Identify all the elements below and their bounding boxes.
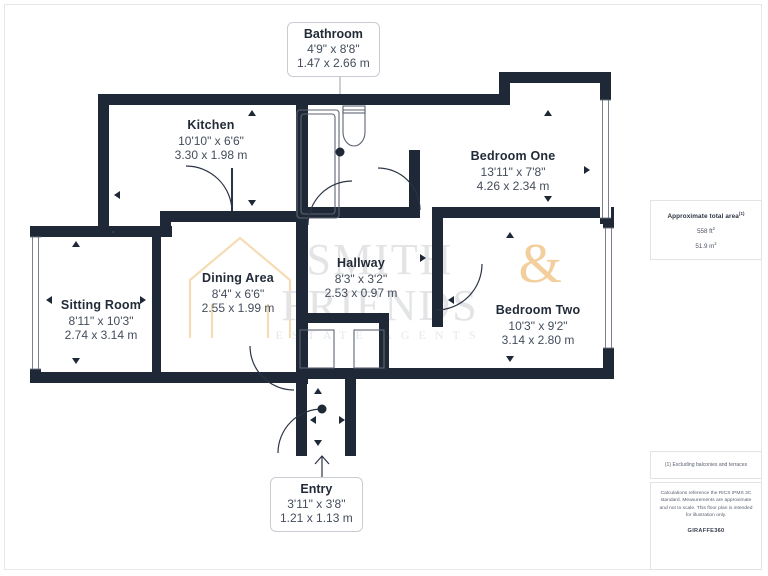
room-imperial: 10'10" x 6'6"	[178, 133, 244, 148]
disclaimer-text: Calculations reference the RICS IPMS 3C …	[659, 491, 753, 519]
entry-door	[277, 408, 323, 454]
room-label-bathroom: Bathroom 4'9" x 8'8" 1.47 x 2.66 m	[287, 22, 380, 77]
total-area-footnote-marker: (1)	[738, 211, 745, 216]
room-label-bedroom-two: Bedroom Two 10'3" x 9'2" 3.14 x 2.80 m	[462, 303, 614, 347]
room-name: Dining Area	[202, 271, 274, 285]
hallway-bedroom1-door	[377, 167, 421, 211]
room-name: Hallway	[337, 256, 385, 270]
room-metric: 1.21 x 1.13 m	[280, 511, 353, 526]
giraffe360-logo: GIRAFFE360	[687, 528, 725, 535]
fixtures	[112, 105, 385, 369]
room-label-kitchen: Kitchen 10'10" x 6'6" 3.30 x 1.98 m	[141, 118, 281, 162]
footnote-text: (1) Excluding balconies and terraces	[664, 462, 748, 468]
info-sidebar: Approximate total area(1) 558 ft2 51.9 m…	[650, 4, 762, 570]
footnote-box: (1) Excluding balconies and terraces	[650, 451, 762, 479]
room-name: Bedroom One	[470, 149, 556, 163]
page-border	[4, 4, 762, 570]
room-name: Entry	[300, 482, 333, 496]
total-area-box: Approximate total area(1) 558 ft2 51.9 m…	[650, 200, 762, 260]
room-metric: 2.55 x 1.99 m	[201, 300, 275, 315]
total-area-metres: 51.9 m2	[695, 241, 717, 251]
room-imperial: 8'4" x 6'6"	[211, 286, 265, 301]
room-metric: 2.74 x 3.14 m	[64, 327, 138, 342]
disclaimer-box: Calculations reference the RICS IPMS 3C …	[650, 482, 762, 570]
bathtub-icon	[296, 109, 340, 219]
room-label-bedroom-one: Bedroom One 13'11" x 7'8" 4.26 x 2.34 m	[438, 149, 588, 193]
room-metric: 1.47 x 2.66 m	[297, 56, 370, 71]
door-swings	[185, 165, 483, 454]
room-imperial: 13'11" x 7'8"	[480, 164, 546, 179]
room-metric: 3.30 x 1.98 m	[174, 147, 248, 162]
room-imperial: 4'9" x 8'8"	[307, 42, 360, 56]
room-imperial: 8'11" x 10'3"	[68, 313, 134, 328]
room-name: Kitchen	[187, 118, 235, 132]
room-label-dining-area: Dining Area 8'4" x 6'6" 2.55 x 1.99 m	[168, 271, 308, 315]
room-imperial: 3'11" x 3'8"	[287, 497, 346, 511]
ceiling-points	[317, 147, 345, 414]
dining-door	[249, 345, 295, 391]
room-label-sitting-room: Sitting Room 8'11" x 10'3" 2.74 x 3.14 m	[26, 298, 176, 342]
room-name: Bathroom	[303, 27, 363, 41]
room-name: Sitting Room	[60, 298, 142, 312]
room-imperial: 8'3" x 3'2"	[334, 271, 388, 286]
room-imperial: 10'3" x 9'2"	[508, 318, 568, 333]
total-area-title: Approximate total area(1)	[667, 211, 745, 221]
kitchen-door	[185, 165, 233, 212]
toilet-icon	[342, 109, 366, 147]
room-label-hallway: Hallway 8'3" x 3'2" 2.53 x 0.97 m	[298, 256, 424, 300]
room-name: Bedroom Two	[495, 303, 581, 317]
room-metric: 4.26 x 2.34 m	[476, 178, 550, 193]
total-area-feet: 558 ft2	[697, 226, 715, 236]
entry-direction-arrow	[314, 455, 330, 478]
dimension-ticks	[46, 110, 590, 446]
windows	[30, 99, 614, 370]
bedroom2-door	[435, 263, 483, 311]
room-metric: 3.14 x 2.80 m	[501, 332, 575, 347]
room-metric: 2.53 x 0.97 m	[324, 285, 398, 300]
room-label-entry: Entry 3'11" x 3'8" 1.21 x 1.13 m	[270, 477, 363, 532]
bathroom-door	[307, 180, 353, 226]
